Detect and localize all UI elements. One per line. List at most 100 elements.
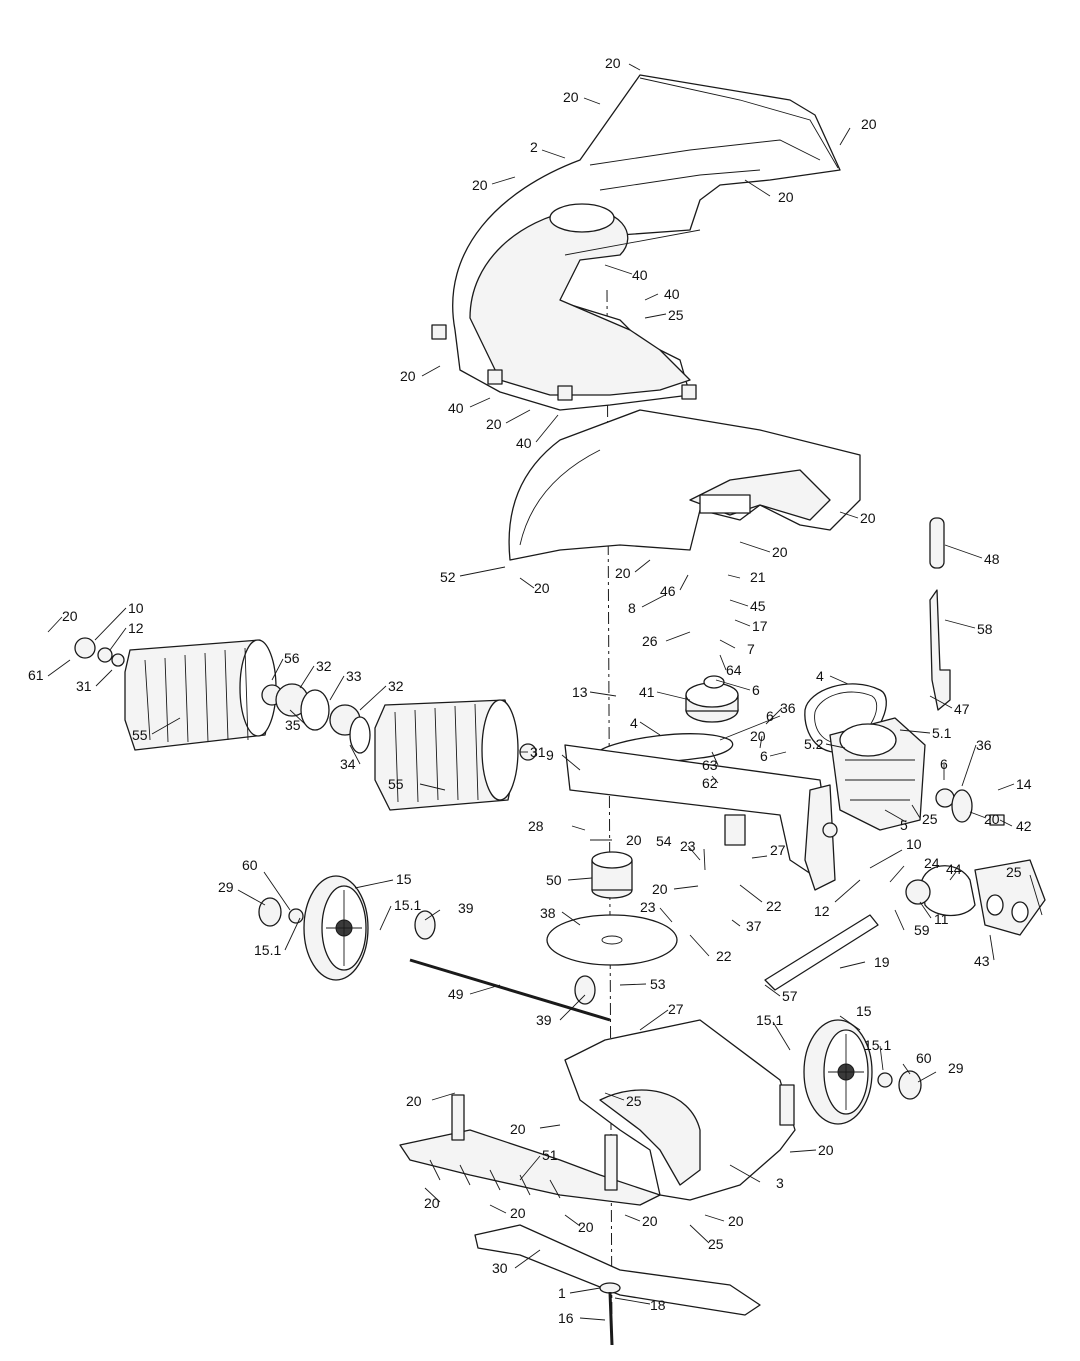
callout: 20 [615, 565, 631, 581]
callout: 59 [914, 922, 930, 938]
callout: 36 [780, 700, 796, 716]
callout: 43 [974, 953, 990, 969]
callout: 31 [76, 678, 92, 694]
callout: 15.1 [864, 1037, 891, 1053]
rear-roller-left [124, 639, 283, 751]
callout: 20 [728, 1213, 744, 1229]
callout: 6 [752, 682, 760, 698]
callout: 20 [510, 1121, 526, 1137]
callout: 23 [640, 899, 656, 915]
callout: 25 [1006, 864, 1022, 880]
callout: 48 [984, 551, 1000, 567]
wheel-left [258, 875, 369, 981]
callout: 42 [1016, 818, 1032, 834]
rear-roller-right [374, 699, 537, 811]
callout: 37 [746, 918, 762, 934]
callout: 20 [642, 1213, 658, 1229]
callout: 20 [860, 510, 876, 526]
callout: 20 [578, 1219, 594, 1235]
callout: 25 [708, 1236, 724, 1252]
callout: 20 [424, 1195, 440, 1211]
callout: 47 [954, 701, 970, 717]
callout: 26 [642, 633, 658, 649]
callout: 5.1 [932, 725, 952, 741]
callout: 20 [406, 1093, 422, 1109]
callout: 10 [128, 600, 144, 616]
callout: 27 [770, 842, 786, 858]
callout: 58 [977, 621, 993, 637]
callout: 12 [128, 620, 144, 636]
callout: 53 [650, 976, 666, 992]
callout: 20 [750, 728, 766, 744]
callout: 32 [388, 678, 404, 694]
callout: 11 [934, 911, 949, 927]
callout: 3 [776, 1175, 784, 1191]
callout: 20 [861, 116, 877, 132]
callout: 17 [752, 618, 768, 634]
rear-axle [409, 910, 611, 1022]
callout: 5 [900, 817, 908, 833]
callout: 20 [818, 1142, 834, 1158]
callout: 56 [284, 650, 300, 666]
callout: 33 [346, 668, 362, 684]
callout: 25 [668, 307, 684, 323]
callout: 24 [924, 855, 940, 871]
callout: 6 [940, 756, 948, 772]
callout: 38 [540, 905, 556, 921]
callout: 31 [530, 744, 546, 760]
drive-axle-bracket [564, 744, 838, 891]
callout: 1 [558, 1285, 566, 1301]
callout: 25 [626, 1093, 642, 1109]
callout: 20 [984, 811, 1000, 827]
callout: 20 [778, 189, 794, 205]
cutting-blade [474, 1224, 761, 1346]
callout: 15 [396, 871, 412, 887]
deflector-plate [508, 409, 861, 561]
callout: 46 [660, 583, 676, 599]
callout: 5.2 [804, 736, 824, 752]
callout: 19 [874, 954, 890, 970]
callout: 13 [572, 684, 588, 700]
callout: 23 [680, 838, 696, 854]
chain-drive [905, 859, 1046, 936]
callout: 64 [726, 662, 742, 678]
wheel-right [803, 1019, 922, 1125]
callout: 40 [516, 435, 532, 451]
callout: 6 [766, 708, 774, 724]
roller-gears-and-bearings [74, 637, 371, 754]
callout: 20 [400, 368, 416, 384]
callout: 32 [316, 658, 332, 674]
callout: 20 [510, 1205, 526, 1221]
callout: 40 [664, 286, 680, 302]
callout: 27 [668, 1001, 684, 1017]
callout: 22 [716, 948, 732, 964]
callout: 60 [242, 857, 258, 873]
callout: 41 [639, 684, 655, 700]
callout: 15.1 [756, 1012, 783, 1028]
callout: 22 [766, 898, 782, 914]
callout: 15.1 [394, 897, 421, 913]
callout: 20 [486, 416, 502, 432]
callout: 4 [816, 668, 824, 684]
callout: 51 [542, 1147, 558, 1163]
callout: 8 [628, 600, 636, 616]
callout: 39 [536, 1012, 552, 1028]
callout: 4 [630, 715, 638, 731]
callout: 60 [916, 1050, 932, 1066]
callout: 30 [492, 1260, 508, 1276]
callout: 20 [772, 544, 788, 560]
height-adjust-lever [764, 517, 951, 991]
lower-deck [399, 1019, 796, 1206]
callout: 55 [388, 776, 404, 792]
callout: 20 [605, 55, 621, 71]
callout: 9 [546, 747, 554, 763]
callout: 45 [750, 598, 766, 614]
callout: 28 [528, 818, 544, 834]
callout: 61 [28, 667, 44, 683]
callout: 29 [948, 1060, 964, 1076]
callout: 12 [814, 903, 830, 919]
callout: 39 [458, 900, 474, 916]
callout: 25 [922, 811, 938, 827]
callout: 7 [747, 641, 755, 657]
